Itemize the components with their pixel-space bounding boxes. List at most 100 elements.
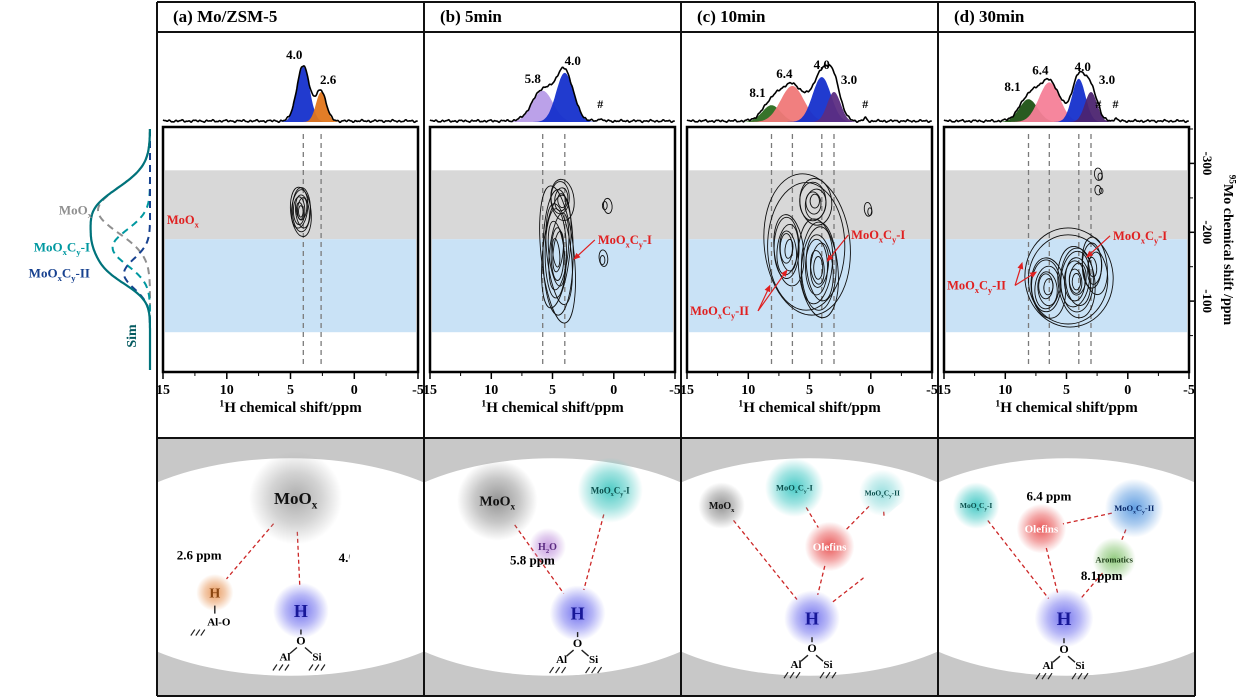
svg-text:O: O [296,634,305,648]
svg-text:0: 0 [1124,383,1131,398]
svg-text:Si: Si [1075,660,1084,672]
panel-a-1d-spectrum: 4.0 2.6 [162,47,418,124]
scheme-node-h_si [273,582,329,639]
svg-text:3.0: 3.0 [841,72,857,87]
svg-text:1H chemical shift/ppm: 1H chemical shift/ppm [995,398,1138,416]
svg-text:MoOx: MoOx [59,202,93,220]
scheme-node-moox [698,482,745,529]
svg-text:#: # [1095,97,1101,111]
svg-text:MoOxCy-II: MoOxCy-II [29,266,90,284]
svg-text:4.0: 4.0 [565,53,581,68]
scheme-node-h [549,585,606,641]
svg-text:1H chemical shift/ppm: 1H chemical shift/ppm [738,398,881,416]
svg-text:Si: Si [823,659,832,671]
scheme-node-h_al [196,574,234,612]
scheme-node-olefins [1016,503,1067,554]
figure-frame [156,1,1196,697]
svg-text:-5: -5 [412,383,424,398]
panel-c-title: (c) 10min [697,7,766,26]
svg-text:-5: -5 [1183,383,1195,398]
svg-text:15: 15 [156,383,170,398]
svg-text:MoOx: MoOx [167,213,200,230]
scheme-node-h2o [528,527,567,566]
panel-a-2d-map: MoOx [161,125,420,374]
svg-text:5.8 ppm: 5.8 ppm [510,552,555,567]
svg-text:MoOxCy-I: MoOxCy-I [960,501,993,512]
svg-text:10: 10 [220,383,234,398]
svg-text:MoOx: MoOx [479,494,515,511]
panel-c-1d-spectrum: 8.16.44.03.0# [686,57,932,124]
svg-text:-200: -200 [1200,220,1215,244]
svg-text:4.0: 4.0 [814,57,830,72]
svg-text:H: H [209,587,220,602]
scheme-node-h [1034,588,1094,648]
panel-a-title: (a) Mo/ZSM-5 [173,7,278,26]
svg-text:5: 5 [549,383,556,398]
scheme-node-mc2 [1104,478,1164,538]
svg-text:MoOxCy-I: MoOxCy-I [34,239,90,257]
svg-text:Al: Al [279,652,290,664]
scheme-node-mc1 [765,458,824,517]
svg-text:95Mo chemical shift /ppm: 95Mo chemical shift /ppm [1220,175,1237,326]
svg-text:2.6: 2.6 [320,72,337,87]
panel-b-2d-map: MoOxCy-I [428,125,677,374]
svg-text:MoOxCy-I: MoOxCy-I [591,485,630,498]
svg-text:MoOxCy-I: MoOxCy-I [598,233,652,250]
svg-text:H: H [1057,609,1072,630]
svg-text:8.1ppm: 8.1ppm [1081,568,1123,583]
svg-text:2.6 ppm: 2.6 ppm [177,547,222,562]
scheme-node-mc1 [952,482,1000,529]
svg-text:Olefins: Olefins [813,541,847,553]
svg-text:8.1: 8.1 [749,85,765,100]
svg-text:Al: Al [1042,660,1053,672]
svg-text:-5: -5 [926,383,938,398]
svg-text:O: O [807,641,816,655]
svg-text:MoOxCy-II: MoOxCy-II [865,488,900,499]
svg-text:-100: -100 [1200,289,1215,313]
svg-text:3.0: 3.0 [1099,72,1115,87]
svg-text:10: 10 [998,383,1012,398]
svg-text:4.0: 4.0 [286,47,302,62]
svg-text:Al: Al [556,654,567,666]
panel-d-x-axis: 15 10 5 0 -5 1H chemical shift/ppm [937,372,1195,416]
svg-text:Si: Si [589,654,598,666]
svg-text:MoOxCy-I: MoOxCy-I [776,483,813,495]
svg-text:O: O [1059,642,1068,656]
svg-text:Sim: Sim [125,324,140,348]
svg-text:Aromatics: Aromatics [1095,554,1133,564]
svg-text:MoOxCy-II: MoOxCy-II [1114,503,1155,515]
scheme-node-mc2 [859,469,906,517]
svg-text:1H chemical shift/ppm: 1H chemical shift/ppm [219,398,362,416]
svg-text:5: 5 [1063,383,1070,398]
svg-text:Al-O: Al-O [207,617,231,629]
svg-text:O: O [573,636,582,650]
scheme-node-olefins [804,521,855,572]
svg-text:5.8: 5.8 [525,71,542,86]
svg-text:8.1: 8.1 [1004,79,1020,94]
panel-b-1d-spectrum: 5.84.0# [429,53,675,124]
svg-text:10: 10 [484,383,498,398]
svg-text:0: 0 [351,383,358,398]
svg-text:4.0: 4.0 [1075,59,1091,74]
svg-text:-300: -300 [1200,152,1215,176]
svg-text:MoOxCy-II: MoOxCy-II [690,304,749,321]
svg-text:MoOxCy-II: MoOxCy-II [947,278,1006,295]
svg-text:15: 15 [423,383,437,398]
scheme-node-aromatics [1092,537,1136,581]
svg-text:Al: Al [791,659,802,671]
svg-text:0: 0 [867,383,874,398]
svg-text:MoOx: MoOx [274,489,318,512]
svg-text:H: H [805,609,819,629]
scheme-node-h [784,590,840,647]
svg-text:15: 15 [937,383,951,398]
